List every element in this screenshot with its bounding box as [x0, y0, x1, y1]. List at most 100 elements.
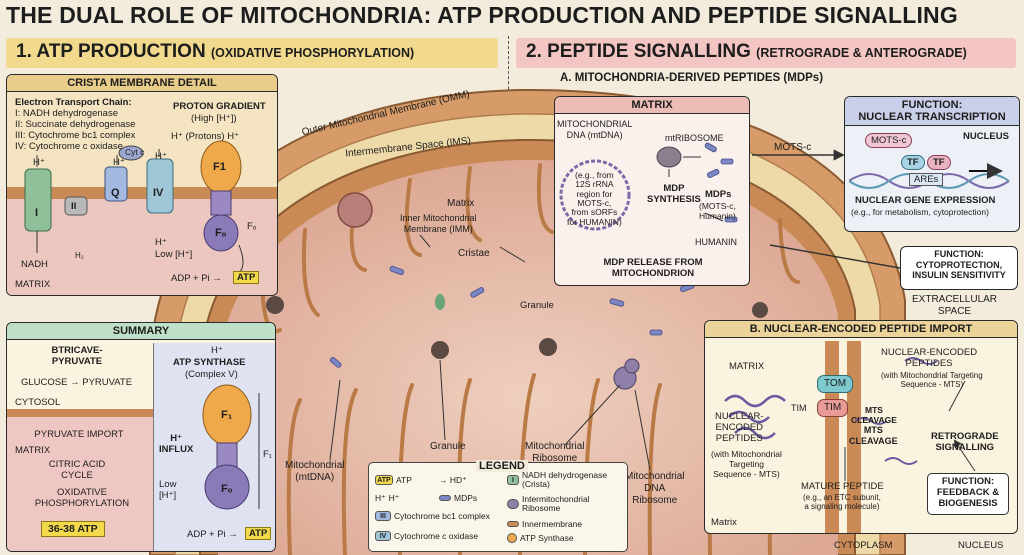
section-1-banner: 1. ATP PRODUCTION (OXIDATIVE PHOSPHORYLA…	[6, 38, 498, 68]
complex-ii-label: II	[71, 201, 77, 212]
left-peptides-title: NUCLEAR- ENCODED PEPTIDES	[715, 411, 764, 445]
granule-dot	[539, 338, 557, 356]
legend-h: H⁺ H⁺	[375, 493, 399, 504]
mdp-synthesis-label: MDP SYNTHESIS	[647, 183, 701, 206]
atp-swatch: ATP	[375, 475, 393, 485]
motsc-arrow-label: MOTS-c	[774, 142, 812, 153]
nucleus-label: NUCLEUS	[963, 131, 1009, 142]
legend-iii-text: Cytochrome bc1 complex	[394, 511, 490, 521]
ares-badge: AREs	[909, 173, 944, 187]
legend-nadh-text: NADH dehydrogenase (Crista)	[522, 470, 608, 489]
mdp-matrix-heading: MATRIX	[555, 97, 749, 114]
feedback-box: FUNCTION: FEEDBACK & BIOGENESIS	[927, 473, 1009, 515]
granule-blob	[435, 294, 445, 310]
legend-atp-text: ATP	[396, 475, 412, 485]
matrix-label: MATRIX	[15, 279, 51, 290]
ribosome-label: Mitochondrial Ribosome	[525, 441, 585, 464]
section-2-subtitle: (RETROGRADE & ANTEROGRADE)	[756, 46, 967, 60]
nadh-label: NADH	[21, 259, 48, 270]
inner-swatch	[507, 521, 519, 527]
citric-acid-label: CITRIC ACID CYCLE	[48, 459, 106, 482]
summary-heading: SUMMARY	[7, 323, 275, 340]
granule-label-2: Granule	[430, 441, 466, 452]
nuclear-expression-label: NUCLEAR GENE EXPRESSION	[855, 195, 996, 206]
ribo-swatch	[507, 498, 519, 509]
legend-atp: ATP ATP	[375, 475, 412, 485]
legend-nadh: I NADH dehydrogenase (Crista)	[507, 471, 607, 489]
synth-swatch	[507, 533, 517, 543]
h-plus-label: H⁺	[155, 151, 167, 162]
mts-cleavage-1: MTS CLEAVAGE	[851, 405, 897, 426]
legend-ribo-text: Intermitochondrial Ribosome	[522, 494, 590, 513]
granule-dot	[752, 302, 768, 318]
legend-hd-text: → HD⁺	[439, 475, 467, 485]
fo-side-label: Fₒ	[247, 221, 257, 232]
motsc-bubble: MOTS-c	[865, 133, 913, 149]
fo-label: Fₒ	[215, 227, 227, 239]
granule-dot	[266, 296, 284, 314]
proton-gradient-title: PROTON GRADIENT	[173, 101, 266, 112]
pyruvate-import-label: PYRUVATE IMPORT	[34, 429, 124, 440]
h-plus-label: H⁺	[211, 345, 223, 356]
retrograde-label: RETROGRADE SIGNALLING	[931, 431, 999, 454]
atp-output-badge: ATP	[245, 527, 272, 541]
tom-complex: TOM	[817, 375, 854, 393]
crista-membrane-drawing	[7, 140, 277, 295]
atp-output-badge: ATP	[233, 271, 260, 285]
fo-label: Fₒ	[221, 483, 233, 495]
iii-swatch: III	[375, 511, 391, 521]
section-2-banner: 2. PEPTIDE SIGNALLING (RETROGRADE & ANTE…	[516, 38, 1016, 68]
etc-item: I: NADH dehydrogenase	[15, 108, 118, 119]
imm-label: Inner Mitochondrial Membrane (IMM)	[400, 213, 477, 234]
i-swatch: I	[507, 474, 519, 485]
tf-badge: TF	[927, 155, 951, 171]
mdps-sub-label: (MOTS-c, Humanin)	[699, 201, 736, 222]
cytc-label: Cyt c	[125, 147, 145, 157]
legend-synth: ATP Synthase	[507, 533, 574, 543]
mdp-matrix-panel: MATRIX MITOCHONDRIAL DNA (mtDNA) mtRIBOS…	[554, 96, 750, 286]
h2-label: H₂	[75, 251, 84, 260]
mdp-synthesis-drawing	[559, 142, 738, 231]
summary-panel: SUMMARY BTRICAVE- PYRUVATE GLUCOSE → PYR…	[6, 322, 276, 552]
matrix-label: Matrix	[447, 198, 475, 209]
legend-iv-text: Cytochrome c oxidase	[394, 531, 479, 541]
legend-synth-text: ATP Synthase	[520, 533, 574, 543]
peptides-title: NUCLEAR-ENCODED PEPTIDES	[881, 347, 978, 370]
dna-ribosome-label: Mitochondrial DNA Ribosome	[625, 471, 685, 506]
low-h-label: Low [H⁺]	[159, 479, 177, 502]
protons-label: H⁺ (Protons) H⁺	[171, 131, 240, 142]
f1-side-label: F₁	[263, 449, 273, 460]
proton-gradient-sub: (High [H⁺])	[191, 113, 237, 124]
nuclear-heading: FUNCTION: NUCLEAR TRANSCRIPTION	[845, 97, 1019, 127]
oxphos-label: OXIDATIVE PHOSPHORYLATION	[34, 487, 130, 510]
page-title: THE DUAL ROLE OF MITOCHONDRIA: ATP PRODU…	[6, 2, 958, 28]
mdps-label: MDPs	[705, 189, 732, 200]
mature-peptide-sub: (e.g., an ETC subunit, a signaling molec…	[803, 493, 881, 512]
iv-swatch: IV	[375, 531, 391, 541]
humanin-arrow	[769, 244, 901, 269]
matrix-label: MATRIX	[15, 445, 51, 456]
legend-hd: → HD⁺	[439, 475, 467, 486]
granule-dot	[431, 341, 449, 359]
f1-label: F1	[213, 161, 226, 173]
mdp-release-label: MDP RELEASE FROM MITOCHONDRION	[603, 257, 703, 280]
etc-item: III: Cytochrome bc1 complex	[15, 129, 136, 141]
glucose-label: GLUCOSE → PYRUVATE	[21, 377, 133, 388]
mdp-section-title: A. MITOCHONDRIA-DERIVED PEPTIDES (MDPs)	[560, 72, 824, 84]
mts-cleavage-2: MTS CLEAVAGE	[849, 425, 898, 446]
complex-iv-label: IV	[153, 187, 164, 199]
synthase-title: ATP SYNTHASE	[173, 357, 246, 368]
etc-item: II: Succinate dehydrogenase	[15, 118, 136, 130]
legend-h-text: H⁺	[388, 493, 400, 503]
cytosol-label: CYTOSOL	[15, 397, 61, 408]
complex-q-label: Q	[111, 187, 120, 199]
cristae-label: Cristae	[458, 248, 490, 259]
legend-inner: Innermembrane	[507, 519, 582, 529]
tim-label: TIM	[791, 403, 807, 413]
legend-iv: IV Cytochrome c oxidase	[375, 531, 478, 541]
legend-title: LEGEND	[476, 460, 528, 472]
mtribosome-label: mtRIBOSOME	[665, 133, 724, 143]
legend-ribo: Intermitochondrial Ribosome	[507, 495, 590, 513]
mdp-swatch	[439, 495, 451, 501]
synthase-box	[153, 343, 275, 551]
